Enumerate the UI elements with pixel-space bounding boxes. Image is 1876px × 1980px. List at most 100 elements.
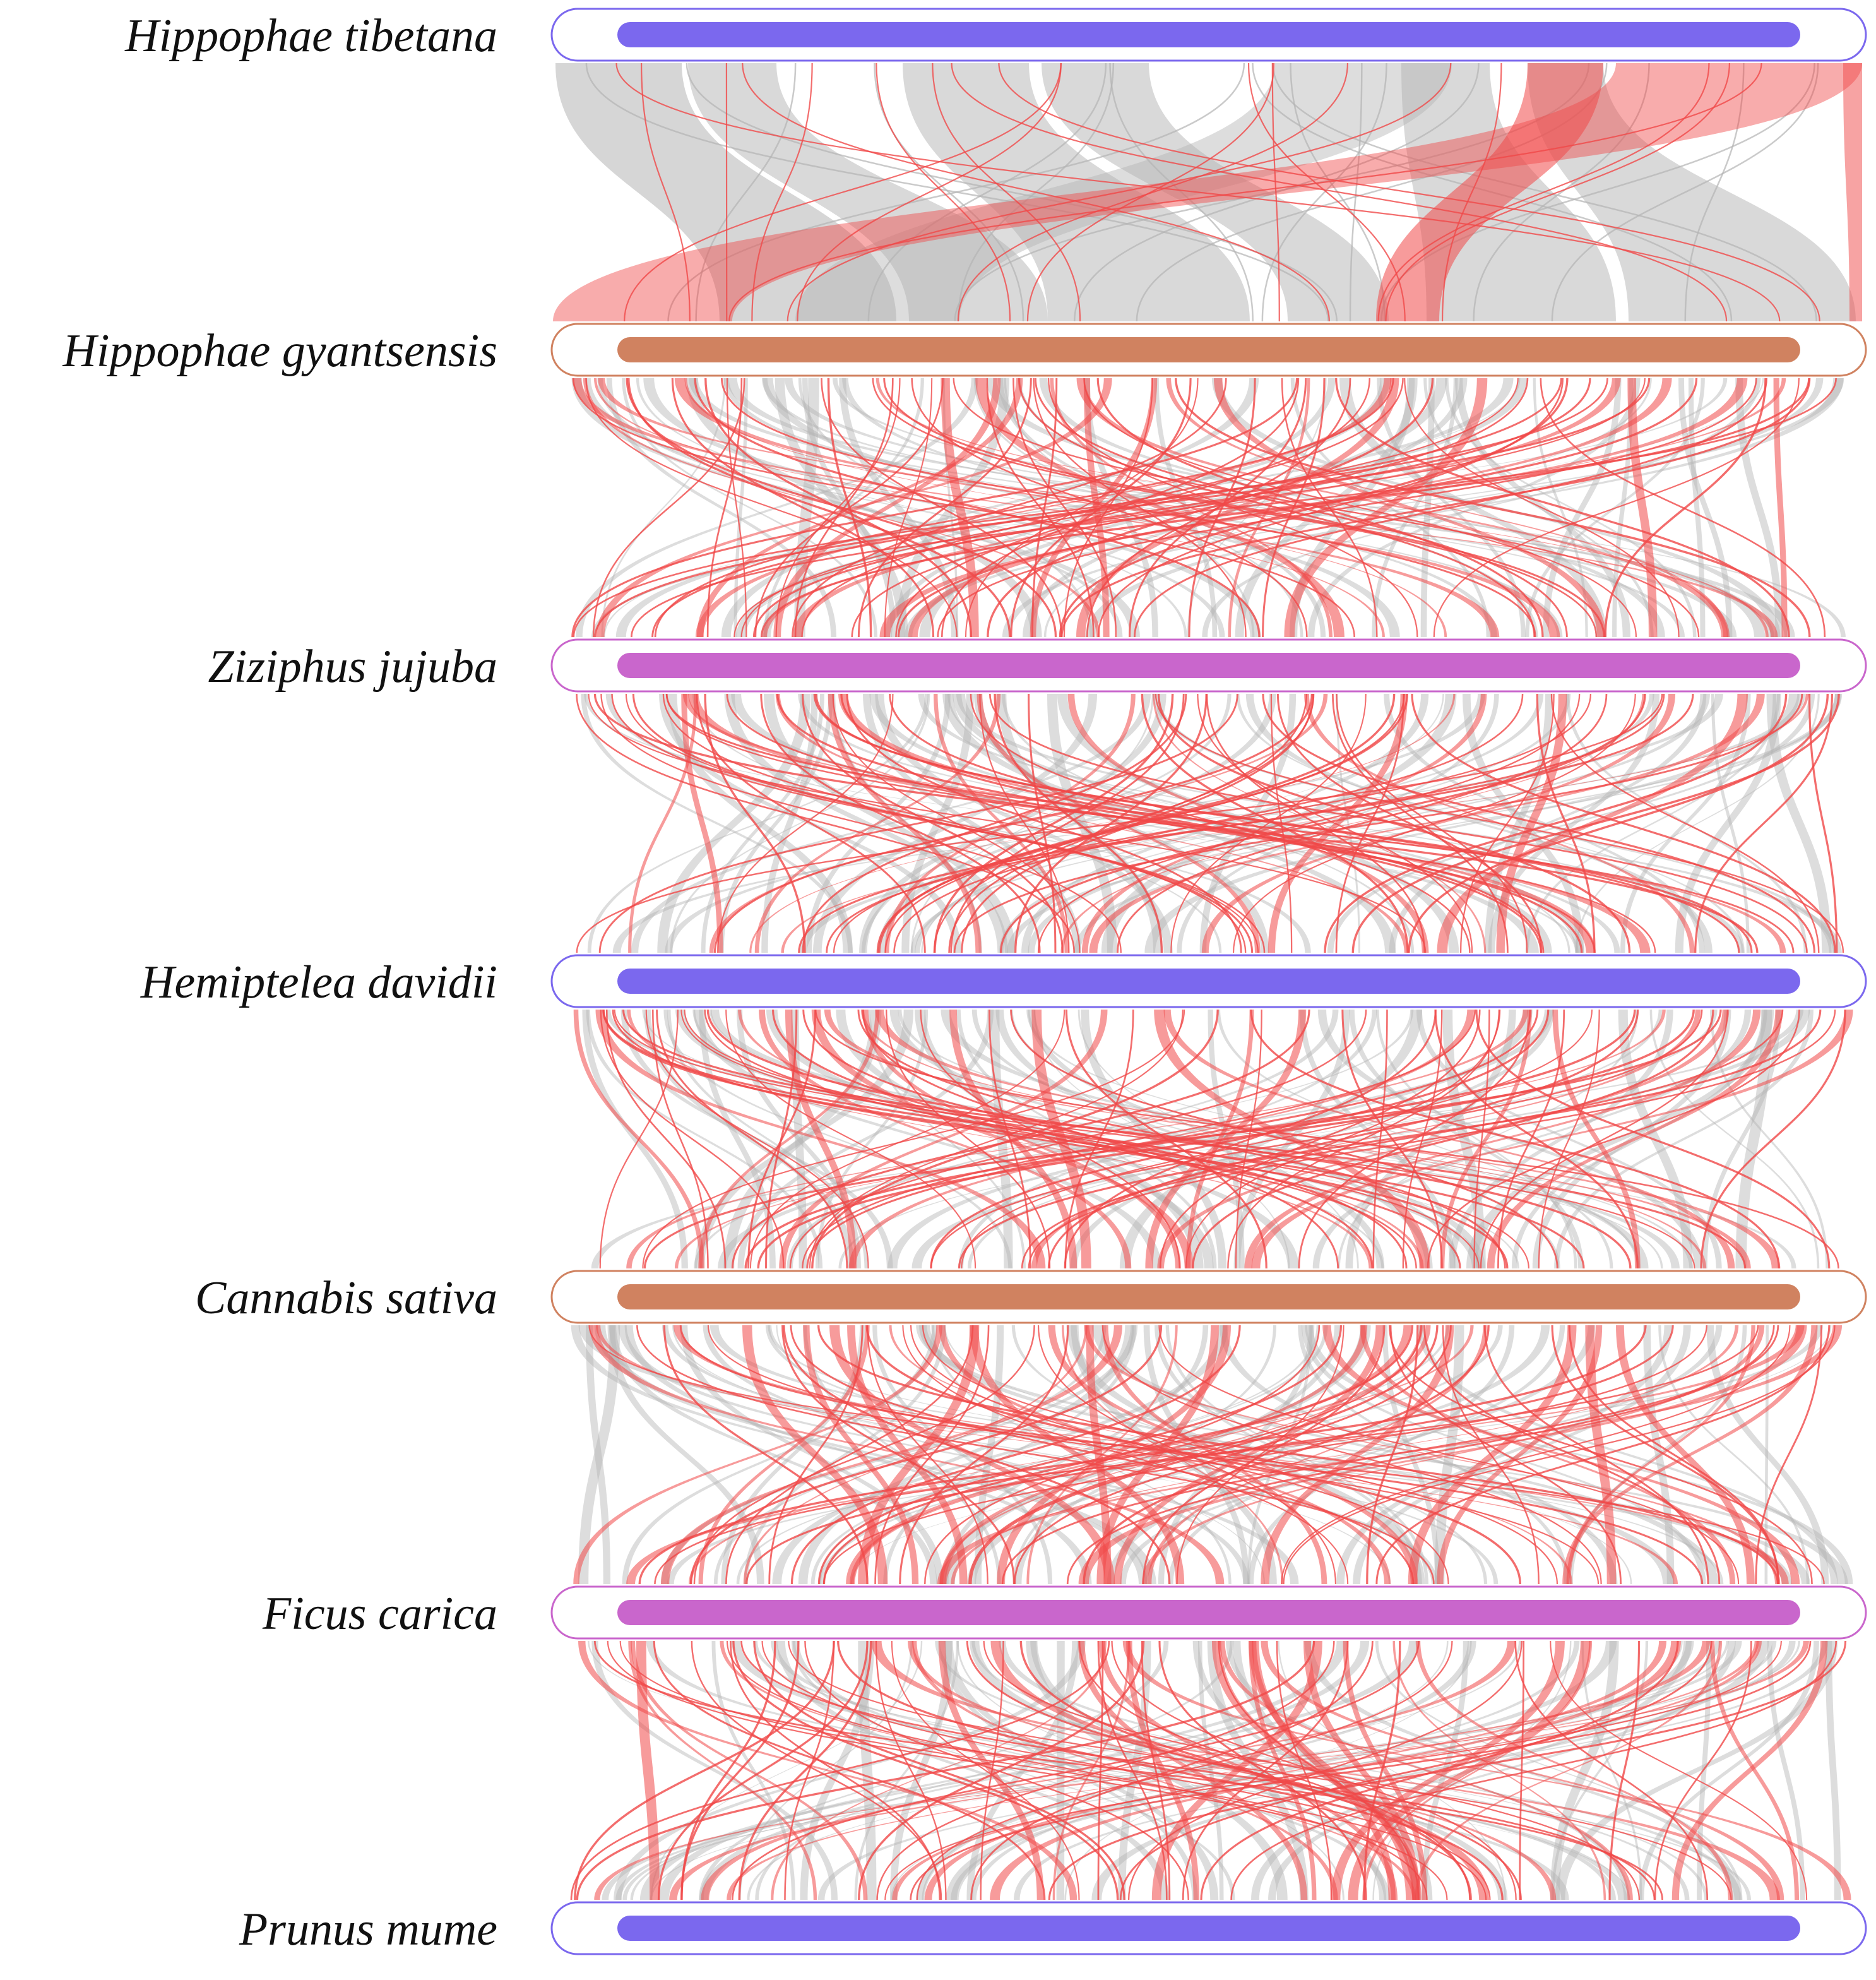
synteny-link — [642, 1009, 1185, 1269]
synteny-link — [1540, 378, 1826, 638]
synteny-link — [1065, 1009, 1267, 1269]
synteny-link — [1200, 1640, 1679, 1900]
synteny-link — [1064, 1009, 1437, 1269]
synteny-link — [897, 378, 1698, 638]
synteny-link — [680, 1640, 800, 1900]
synteny-link — [1332, 693, 1509, 953]
synteny-ribbon — [942, 378, 959, 637]
synteny-ribbon — [817, 1641, 1796, 1900]
synteny-ribbon — [650, 1641, 923, 1900]
synteny-ribbon — [1064, 1641, 1472, 1900]
synteny-ribbon — [1267, 694, 1408, 953]
synteny-link — [1047, 378, 1418, 638]
synteny-ribbon — [744, 1325, 946, 1584]
synteny-ribbon — [1466, 1010, 1774, 1268]
synteny-ribbon — [606, 378, 837, 637]
synteny-ribbon — [587, 694, 929, 953]
synteny-ribbon — [1201, 694, 1676, 953]
synteny-ribbon — [1228, 378, 1310, 637]
synteny-link — [1117, 693, 1608, 953]
synteny-ribbon — [891, 1641, 1683, 1900]
synteny-ribbon — [1249, 1641, 1317, 1900]
synteny-ribbon — [1389, 694, 1707, 953]
synteny-ribbon — [591, 1641, 838, 1900]
synteny-ribbon — [944, 1641, 1219, 1900]
synteny-ribbon — [673, 1325, 1789, 1584]
synteny-link — [891, 1640, 1080, 1900]
synteny-ribbon — [723, 1010, 882, 1268]
synteny-ribbon — [977, 694, 1261, 953]
synteny-ribbon — [609, 1325, 937, 1584]
synteny-link — [765, 1009, 798, 1269]
synteny-ribbon — [1163, 1010, 1735, 1268]
synteny-ribbon — [1302, 1325, 1706, 1584]
synteny-link — [576, 1640, 1315, 1900]
synteny-link — [573, 378, 1355, 638]
synteny-ribbon — [1126, 1641, 1200, 1900]
synteny-ribbon — [636, 378, 1187, 637]
synteny-ribbon — [1585, 1325, 1617, 1584]
synteny-link — [1480, 1009, 1728, 1269]
synteny-link — [1142, 1325, 1386, 1585]
synteny-ribbon — [1423, 378, 1654, 637]
synteny-ribbon — [1042, 63, 1389, 321]
synteny-ribbon — [740, 378, 1764, 637]
synteny-ribbon — [1566, 1325, 1755, 1584]
synteny-ribbon — [803, 1325, 1001, 1584]
species-label-cannabis-sativa: Cannabis sativa — [195, 1272, 497, 1324]
synteny-link — [806, 1009, 1539, 1269]
synteny-ribbon — [1569, 1325, 1747, 1584]
synteny-ribbon — [1825, 1641, 1841, 1900]
synteny-ribbon — [628, 694, 698, 953]
synteny-ribbon — [1360, 1325, 1736, 1584]
synteny-ribbon — [1248, 1325, 1515, 1584]
synteny-ribbon — [939, 1325, 1391, 1584]
synteny-ribbon — [1440, 1010, 1532, 1268]
synteny-link — [1096, 378, 1544, 638]
synteny-link — [605, 1009, 727, 1269]
synteny-ribbon — [1308, 378, 1641, 637]
synteny-ribbon — [586, 1010, 823, 1268]
synteny-link — [717, 693, 894, 953]
synteny-link — [802, 1009, 1476, 1269]
synteny-link — [738, 1640, 872, 1900]
synteny-link — [802, 693, 1064, 953]
synteny-ribbon — [904, 378, 1844, 637]
synteny-ribbon — [584, 694, 1579, 953]
synteny-ribbon — [883, 1325, 1136, 1584]
synteny-link — [809, 1009, 1184, 1269]
synteny-link — [733, 378, 1646, 638]
synteny-ribbon — [888, 1010, 1533, 1268]
synteny-link — [704, 693, 806, 953]
synteny-link — [783, 1325, 1171, 1585]
synteny-ribbon — [1376, 1010, 1577, 1268]
synteny-ribbon — [1445, 378, 1697, 637]
synteny-ribbon — [723, 378, 1563, 637]
synteny-ribbon — [693, 1010, 1162, 1268]
synteny-link — [1175, 378, 1811, 638]
synteny-ribbon — [1552, 1010, 1641, 1268]
synteny-ribbon — [1168, 1325, 1565, 1584]
synteny-ribbon — [626, 1010, 1529, 1268]
synteny-link — [884, 1640, 1782, 1900]
synteny-link — [1031, 378, 1058, 638]
synteny-link — [600, 693, 1122, 953]
synteny-ribbon — [895, 378, 1010, 637]
species-label-hemiptelea-davidii: Hemiptelea davidii — [140, 957, 497, 1008]
synteny-ribbon — [1261, 1325, 1454, 1584]
synteny-link — [1684, 63, 1745, 322]
synteny-link — [1233, 693, 1636, 953]
synteny-ribbon — [1543, 378, 1622, 637]
synteny-ribbon — [607, 1325, 764, 1584]
synteny-link — [1083, 378, 1637, 638]
synteny-ribbon — [1462, 694, 1584, 953]
synteny-ribbon — [1278, 1641, 1506, 1900]
synteny-ribbon — [1384, 694, 1705, 953]
synteny-link — [858, 1640, 1145, 1900]
synteny-ribbon — [594, 1325, 1156, 1584]
synteny-link — [970, 693, 1471, 953]
synteny-ribbon — [1047, 694, 1117, 953]
synteny-link — [751, 63, 813, 322]
synteny-link — [1276, 1640, 1333, 1900]
